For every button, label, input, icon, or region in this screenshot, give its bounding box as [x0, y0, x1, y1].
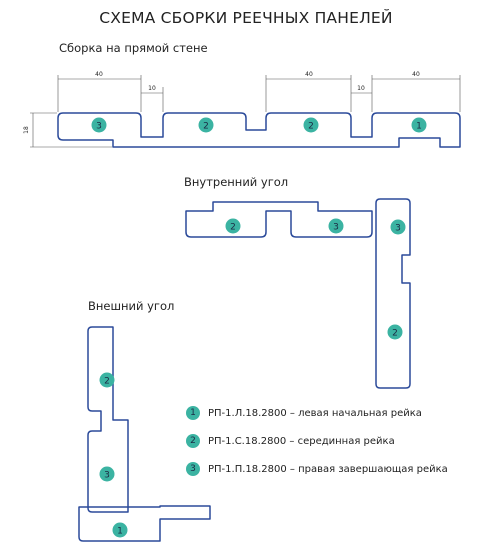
- badge-number: 1: [416, 122, 422, 132]
- legend-badge: 1: [186, 406, 200, 420]
- inner-corner-label: Внутренний угол: [184, 175, 289, 189]
- legend-item-1: 1 РП-1.Л.18.2800 – левая начальная рейка: [186, 405, 422, 421]
- badge-number: 1: [117, 527, 123, 537]
- outer-horizontal-panel: [78, 505, 211, 542]
- badge-number: 3: [96, 122, 102, 132]
- dimension-width-1: 40: [95, 71, 103, 78]
- badge-number: 3: [333, 223, 339, 233]
- badge-number: 2: [203, 122, 209, 132]
- dimension-width-2: 40: [305, 71, 313, 78]
- dimension-gap-1: 10: [148, 85, 156, 92]
- badge-number: 3: [104, 471, 110, 481]
- legend-text: РП-1.П.18.2800 – правая завершающая рейк…: [208, 463, 448, 475]
- legend-text: РП-1.С.18.2800 – серединная рейка: [208, 435, 395, 447]
- straight-panel-shape: [57, 112, 461, 148]
- badge-number: 3: [395, 224, 401, 234]
- legend-item-3: 3 РП-1.П.18.2800 – правая завершающая ре…: [186, 461, 448, 477]
- inner-horizontal-panels: [185, 201, 373, 238]
- outer-vertical-panel: [87, 326, 129, 513]
- straight-badges: 3 2 2 1: [91, 117, 427, 133]
- badge-number: 2: [308, 122, 314, 132]
- dimension-width-3: 40: [412, 71, 420, 78]
- badge-number: 2: [392, 329, 398, 339]
- outer-corner-label: Внешний угол: [88, 299, 175, 313]
- outer-badges: 2 3 1: [99, 372, 128, 538]
- inner-vertical-panel: [375, 198, 411, 389]
- diagram-title: СХЕМА СБОРКИ РЕЕЧНЫХ ПАНЕЛЕЙ: [99, 9, 393, 27]
- legend-text: РП-1.Л.18.2800 – левая начальная рейка: [208, 407, 422, 419]
- dimension-height: 18: [23, 126, 30, 134]
- inner-badges: 2 3 3 2: [225, 218, 406, 340]
- legend-badge: 2: [186, 434, 200, 448]
- badge-number: 2: [230, 223, 236, 233]
- straight-wall-label: Сборка на прямой стене: [59, 41, 208, 55]
- badge-number: 2: [104, 377, 110, 387]
- legend-badge: 3: [186, 462, 200, 476]
- dimension-gap-2: 10: [357, 85, 365, 92]
- legend-item-2: 2 РП-1.С.18.2800 – серединная рейка: [186, 433, 395, 449]
